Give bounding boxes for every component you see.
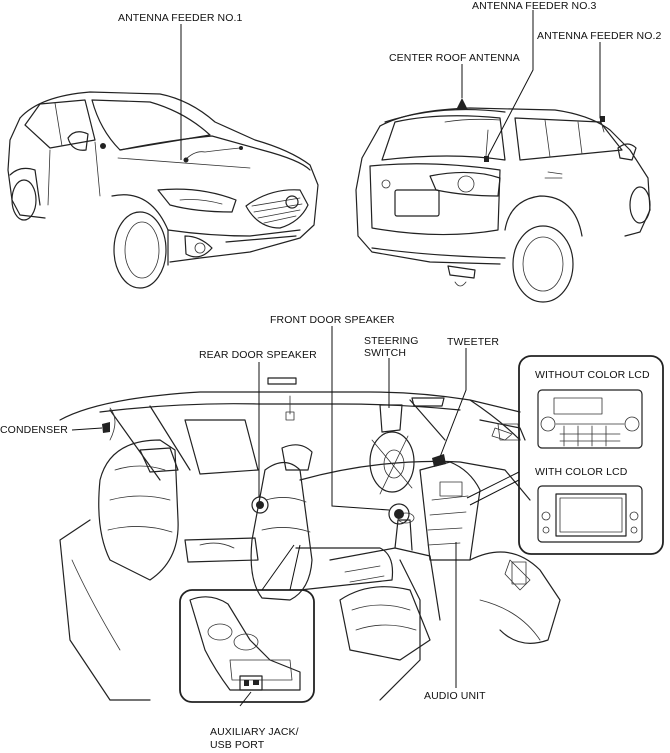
rear-view-vehicle [355,98,651,303]
interior-cutaway [59,377,561,701]
label-without-color-lcd: WITHOUT COLOR LCD [535,369,650,381]
label-rear-door-speaker: REAR DOOR SPEAKER [199,349,317,361]
label-antenna-feeder-1: ANTENNA FEEDER NO.1 [118,12,243,24]
label-steering-switch-line2: SWITCH [364,347,407,359]
label-condenser: CONDENSER [0,424,68,436]
label-with-color-lcd: WITH COLOR LCD [535,466,628,478]
label-tweeter: TWEETER [447,336,500,348]
label-front-door-speaker: FRONT DOOR SPEAKER [270,314,395,326]
label-steering-switch-line1: STEERING [364,335,419,347]
label-audio-unit: AUDIO UNIT [424,690,486,702]
label-aux-jack-line1: AUXILIARY JACK/ [210,726,299,738]
label-center-roof-antenna: CENTER ROOF ANTENNA [389,52,520,64]
front-view-vehicle [7,91,319,289]
label-antenna-feeder-3: ANTENNA FEEDER NO.3 [472,0,597,12]
audio-unit-detail-box [466,355,664,555]
label-antenna-feeder-2: ANTENNA FEEDER NO.2 [537,30,662,42]
leader-lines [71,10,601,707]
label-aux-jack-line2: USB PORT [210,739,265,751]
aux-jack-detail-box [179,544,315,703]
